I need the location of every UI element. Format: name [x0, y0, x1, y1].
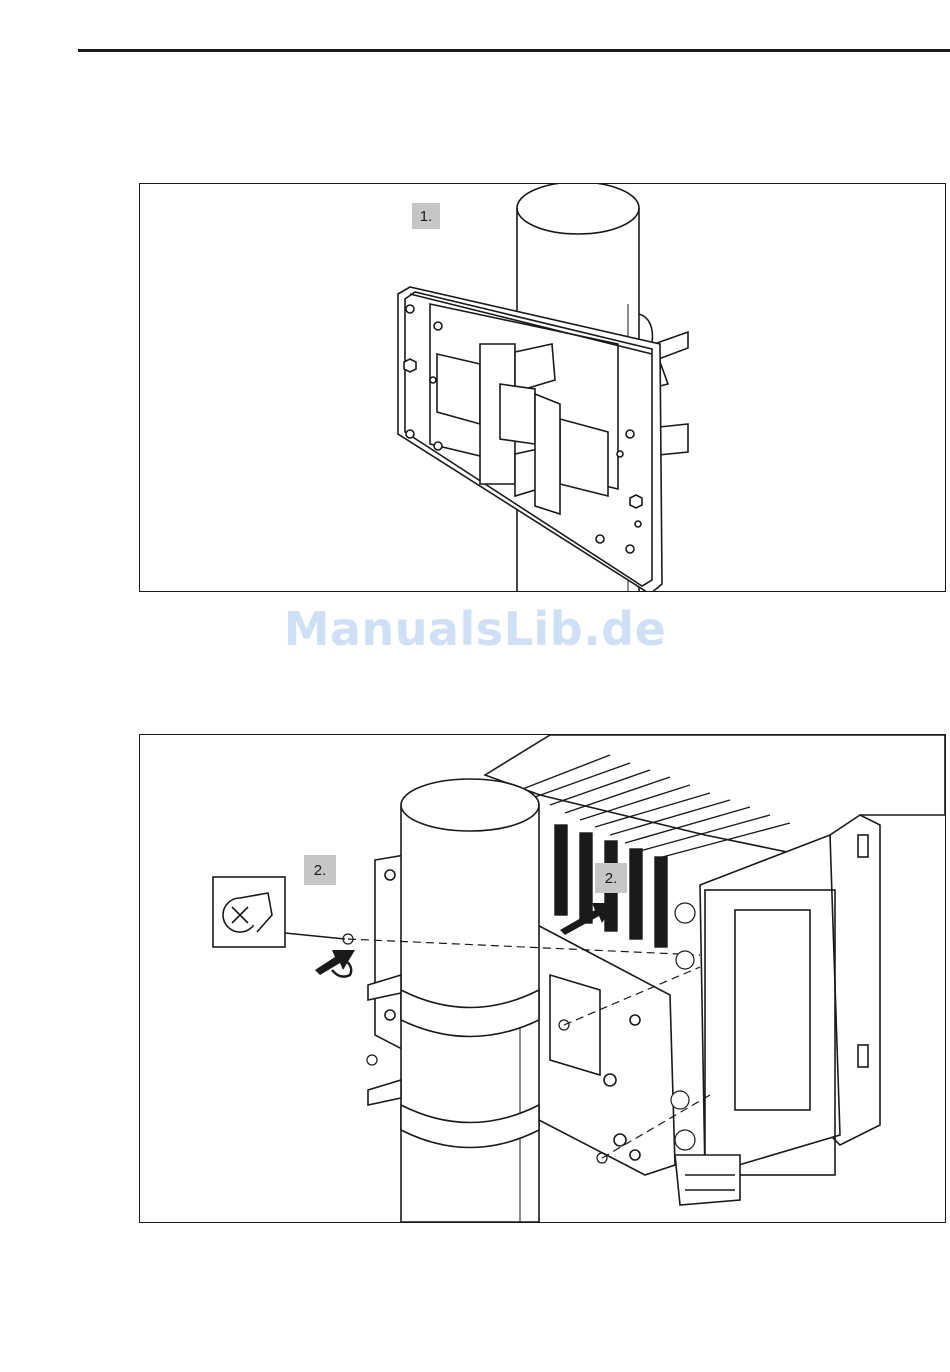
step-number-badge-right: 2.: [595, 863, 627, 893]
step-number-badge-left: 2.: [304, 855, 336, 885]
figure-mounting-plate: 1.: [139, 183, 946, 592]
step-number-badge: 1.: [412, 203, 440, 229]
screw-detail-inset: [213, 877, 345, 947]
housing-mounting-illustration: [140, 735, 945, 1222]
mounting-plate-illustration: [140, 184, 945, 591]
watermark: ManualsLib.de: [0, 602, 950, 656]
cable-glands: [675, 1155, 740, 1205]
header-rule: [78, 49, 950, 52]
figure-housing-mounting: 2. 2.: [139, 734, 946, 1223]
